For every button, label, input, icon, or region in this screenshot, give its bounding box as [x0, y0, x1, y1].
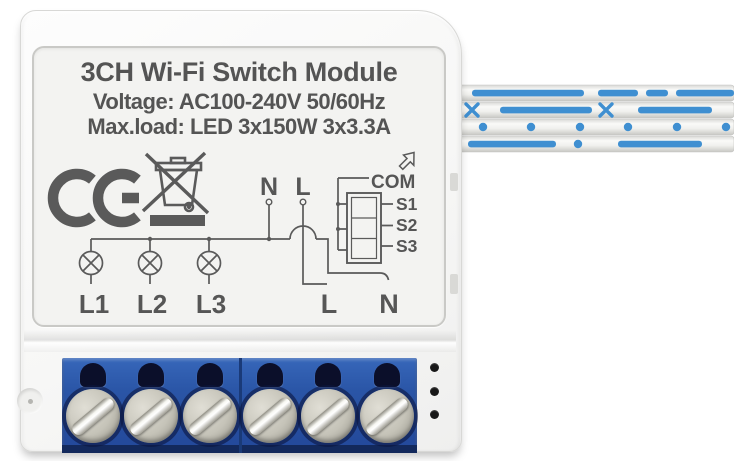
mounting-hole: [17, 388, 43, 414]
wiring-diagram: N L COM S1 S2 S3 L1 L2 L3 L N: [47, 151, 418, 319]
wire-body: [458, 118, 734, 136]
terminal-screw: [183, 389, 237, 443]
diagram-label-neutral-bottom: N: [379, 289, 399, 319]
screw-slot: [363, 394, 411, 438]
lamp-icon: [78, 239, 104, 284]
wire-entry-hole: [257, 363, 283, 387]
wire-entry-hole: [315, 363, 341, 387]
wire-entry-hole: [80, 363, 106, 387]
wire-4: [458, 135, 734, 153]
screw-slot: [69, 394, 117, 438]
screw-terminal: [358, 358, 416, 453]
terminal-screw: [301, 389, 355, 443]
wire-3: [458, 118, 734, 136]
connection-wires: [458, 84, 734, 153]
wire-1: [458, 84, 734, 102]
diagram-label-com: COM: [371, 172, 415, 193]
wire-entry-hole: [197, 363, 223, 387]
terminal-screw: [243, 389, 297, 443]
diagram-label-load-2: L2: [137, 289, 167, 319]
mounting-hole-pin: [27, 398, 33, 404]
wire-entry-hole: [138, 363, 164, 387]
diagram-label-s2: S2: [396, 215, 418, 235]
screw-slot: [304, 394, 352, 438]
vent-hole: [430, 410, 439, 419]
edge-notch: [450, 274, 458, 294]
screw-terminal: [181, 358, 239, 453]
screw-slot: [186, 394, 234, 438]
wire-entry-hole: [374, 363, 400, 387]
vent-hole: [430, 363, 439, 372]
terminal-screw: [66, 389, 120, 443]
terminal-block: [62, 358, 417, 453]
housing-step: [24, 330, 456, 352]
diagram-label-load-1: L1: [79, 289, 109, 319]
lamp-icon: [137, 239, 163, 284]
lamp-icon: [196, 239, 222, 284]
diagram-label-s3: S3: [396, 236, 418, 256]
weee-bin-icon: [141, 151, 210, 226]
vent-hole: [430, 387, 439, 396]
screw-terminal: [299, 358, 357, 453]
terminal-block-divider: [239, 358, 242, 453]
screw-terminal: [122, 358, 180, 453]
terminal-screw: [360, 389, 414, 443]
product-title: 3CH Wi-Fi Switch Module: [80, 57, 398, 87]
screw-terminal: [64, 358, 122, 453]
wire-marking-x-and-dashes: [464, 102, 712, 118]
screw-slot: [246, 394, 294, 438]
voltage-spec: Voltage: AC100-240V 50/60Hz: [92, 89, 386, 114]
diagram-label-neutral-top: N: [260, 173, 278, 201]
wire-body: [458, 84, 734, 102]
wire-2: [458, 101, 734, 119]
diagram-label-live-bottom: L: [321, 289, 338, 319]
terminal-screw: [124, 389, 178, 443]
wire-marking-long-dashes: [472, 89, 734, 97]
screw-terminal: [241, 358, 299, 453]
diagram-label-s1: S1: [396, 194, 418, 214]
wire-marking-dots: [478, 122, 731, 132]
wall-switch-connector-icon: [336, 177, 393, 264]
screw-slot: [127, 394, 175, 438]
edge-notch: [450, 173, 458, 191]
ce-mark-icon: [47, 168, 141, 228]
diagram-wiring: [78, 151, 415, 285]
diagram-label-live-top: L: [295, 173, 310, 201]
wire-body: [458, 101, 734, 119]
wire-body: [458, 135, 734, 153]
arrow-up-right-icon: [398, 151, 415, 171]
diagram-label-load-3: L3: [196, 289, 226, 319]
max-load-spec: Max.load: LED 3x150W 3x3.3A: [87, 114, 391, 139]
wire-marking-dash-and-dot: [468, 139, 702, 149]
